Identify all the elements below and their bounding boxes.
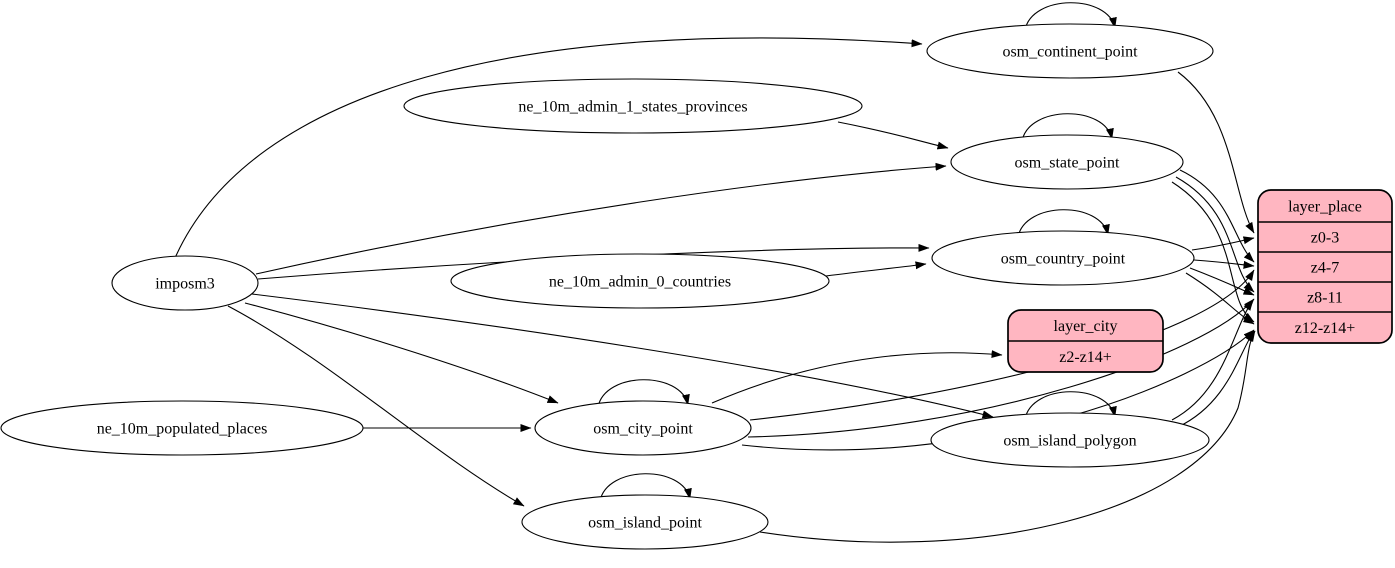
node-shape-osm_island_polygon xyxy=(930,412,1210,468)
node-ne_10m_admin_1_states_provinces: ne_10m_admin_1_states_provinces xyxy=(403,78,863,134)
node-label-ne_10m_admin_1_states_provinces: ne_10m_admin_1_states_provinces xyxy=(518,99,747,116)
node-label-osm_continent_point: osm_continent_point xyxy=(1002,44,1138,61)
edge-osm_city_point-to-layer_city-z2-z14+ xyxy=(711,350,1003,404)
node-osm_state_point: osm_state_point xyxy=(950,134,1184,190)
node-shape-osm_continent_point xyxy=(926,23,1214,79)
edge-osm_state_point-to-layer_place-z8-11 xyxy=(1175,176,1255,293)
edge-ne_10m_admin_1_states_provinces-to-osm_state_point xyxy=(837,121,949,150)
edge-osm_state_point-to-layer_place-z4-7 xyxy=(1179,169,1255,263)
record-row-layer_place-z4-7: z4-7 xyxy=(1311,260,1339,277)
node-osm_island_point: osm_island_point xyxy=(521,494,769,550)
node-label-osm_island_polygon: osm_island_polygon xyxy=(1003,433,1136,450)
self-loop-osm_country_point xyxy=(1017,209,1110,238)
node-shape-imposm3 xyxy=(111,255,259,311)
edge-imposm3-to-osm_state_point xyxy=(255,162,947,275)
node-shape-osm_state_point xyxy=(950,134,1184,190)
node-shape-ne_10m_populated_places xyxy=(0,400,364,456)
node-label-ne_10m_admin_0_countries: ne_10m_admin_0_countries xyxy=(549,274,731,291)
node-label-osm_state_point: osm_state_point xyxy=(1015,155,1120,172)
record-shape-layer_place xyxy=(1257,189,1393,344)
node-shape-ne_10m_admin_0_countries xyxy=(450,253,830,309)
node-ne_10m_admin_0_countries: ne_10m_admin_0_countries xyxy=(450,253,830,309)
record-row-layer_city-layer_city: layer_city xyxy=(1054,318,1118,335)
edge-imposm3-to-osm_island_polygon xyxy=(251,293,994,419)
record-row-layer_city-z2-z14+: z2-z14+ xyxy=(1059,349,1112,366)
node-label-ne_10m_populated_places: ne_10m_populated_places xyxy=(97,421,268,438)
self-loop-osm_island_polygon xyxy=(1024,391,1117,420)
node-shape-ne_10m_admin_1_states_provinces xyxy=(403,78,863,134)
node-shape-osm_country_point xyxy=(931,230,1195,286)
edge-imposm3-to-osm_continent_point xyxy=(174,37,923,259)
node-label-imposm3: imposm3 xyxy=(155,276,215,293)
edge-osm_country_point-to-layer_place-z12-z14+ xyxy=(1185,272,1255,325)
node-label-osm_island_point: osm_island_point xyxy=(588,515,702,532)
record-row-layer_place-z8-11: z8-11 xyxy=(1307,290,1343,307)
edge-osm_city_point-to-layer_place-z8-11 xyxy=(747,298,1255,438)
edge-imposm3-to-osm_island_point xyxy=(227,305,525,507)
record-row-layer_place-z12-z14+: z12-z14+ xyxy=(1295,320,1356,337)
self-loop-osm_city_point xyxy=(597,379,690,408)
edge-osm_country_point-to-layer_place-z8-11 xyxy=(1189,267,1255,296)
record-row-layer_place-layer_place: layer_place xyxy=(1288,199,1362,216)
node-label-osm_city_point: osm_city_point xyxy=(593,421,693,438)
edge-osm_island_polygon-to-layer_place-z8-11 xyxy=(1171,299,1254,421)
node-osm_city_point: osm_city_point xyxy=(534,400,752,456)
edge-imposm3-to-osm_city_point xyxy=(244,302,559,404)
self-loop-osm_state_point xyxy=(1021,113,1114,142)
node-label-osm_country_point: osm_country_point xyxy=(1001,251,1126,268)
node-ne_10m_populated_places: ne_10m_populated_places xyxy=(0,400,364,456)
edge-osm_city_point-to-layer_place-z4-7 xyxy=(749,269,1255,421)
edge-osm_island_point-to-layer_place-z12-z14+ xyxy=(759,330,1256,543)
edge-osm_country_point-to-layer_place-z4-7 xyxy=(1193,259,1255,269)
self-loop-osm_continent_point xyxy=(1024,2,1117,31)
node-shape-osm_city_point xyxy=(534,400,752,456)
edge-osm_island_polygon-to-layer_place-z12-z14+ xyxy=(1177,330,1255,428)
node-osm_island_polygon: osm_island_polygon xyxy=(930,412,1210,468)
node-shape-osm_island_point xyxy=(521,494,769,550)
edge-ne_10m_admin_0_countries-to-osm_country_point xyxy=(825,261,927,277)
node-imposm3: imposm3 xyxy=(111,255,259,311)
edge-osm_continent_point-to-layer_place-z0-3 xyxy=(1177,71,1255,234)
record-row-layer_place-z0-3: z0-3 xyxy=(1311,230,1339,247)
record-layer_city: layer_city z2-z14+ xyxy=(1007,309,1164,373)
record-layer_place: layer_place z0-3 z4-7 z8-11 z12-z14+ xyxy=(1257,189,1393,344)
node-osm_continent_point: osm_continent_point xyxy=(926,23,1214,79)
edge-osm_country_point-to-layer_place-z0-3 xyxy=(1191,236,1255,251)
node-osm_country_point: osm_country_point xyxy=(931,230,1195,286)
self-loop-osm_island_point xyxy=(599,473,692,502)
edge-osm_state_point-to-layer_place-z12-z14+ xyxy=(1171,181,1255,323)
